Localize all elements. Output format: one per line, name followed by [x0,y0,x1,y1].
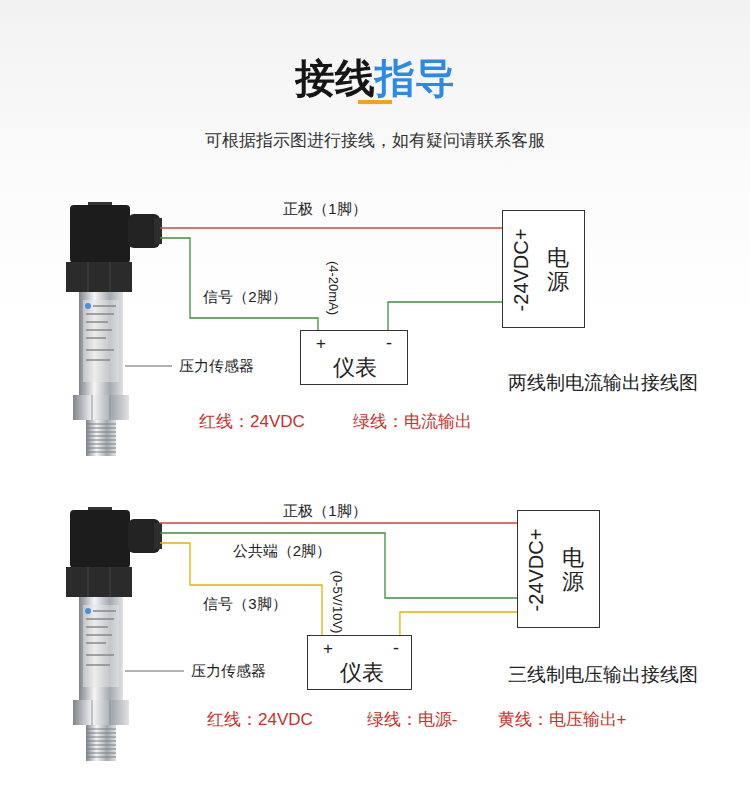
sensor-tag [83,300,119,382]
sensor-hex [73,700,129,725]
sensor-tag [83,605,119,687]
thread-line [86,424,116,452]
box-title: 电源 [562,546,584,594]
nut-edge [88,262,110,292]
sensor-thread [86,725,116,761]
diagram-caption: 两线制电流输出接线图 [508,372,698,395]
sensor-connector [70,510,130,568]
wire-note: 黄线：电压输出+ [498,710,627,730]
wire-note: 绿线：电源- [367,710,458,730]
thread-line [86,729,116,757]
sensor-print [86,611,116,665]
connector-wire [388,302,502,330]
subtitle: 可根据指示图进行接线，如有疑问请联系客服 [205,131,545,151]
wire-note: 绿线：电流输出 [353,412,472,432]
hex-edge [92,395,110,420]
sensor-nut [66,262,132,292]
cable-gland [154,218,162,244]
sensor-logo [85,608,91,614]
diagram-caption: 三线制电压输出接线图 [508,664,698,687]
wire-note: 红线：24VDC [207,710,313,730]
wire-label: 信号（2脚） [203,288,286,306]
red-wire [160,227,502,228]
wire-label: 正极（1脚） [283,502,366,520]
nut-edge [88,567,110,597]
pin-sign: - [386,333,392,355]
wire-label: 正极（1脚） [283,200,366,218]
box-title: 电源 [547,246,569,294]
pin-sign: - [393,638,399,660]
pressure-sensor [66,507,162,761]
pin-sign: + [323,639,333,659]
wire-label: 信号（3脚） [203,595,286,613]
leader-line [125,366,172,367]
red-wire [160,522,517,523]
sensor-hex [73,395,129,420]
wire-label: 公共端（2脚） [233,542,331,560]
hex-edge [92,700,110,725]
sensor-print [86,306,116,360]
voltage-rating: -24VDC+ [524,529,548,612]
green-wire [160,238,318,330]
power-supply-box: -24VDC+ 电源 [517,510,600,628]
sensor-logo [85,303,91,309]
wire-note: 红线：24VDC [199,412,305,432]
meter-box: + -仪表 [300,330,408,385]
connector-wire [400,612,517,635]
box-title: 仪表 [340,660,384,686]
sensor-nut [66,567,132,597]
voltage-rating: -24VDC+ [509,229,533,312]
part-name: 压力传感器 [191,662,266,680]
meter-box: + -仪表 [307,635,412,690]
sensor-thread [86,420,116,456]
page-title: 接线指导 [295,54,455,102]
leader-line [125,671,184,672]
sensor-connector [70,205,130,263]
sensor-body [79,597,123,700]
pin-sign: + [316,334,326,354]
sensor-body [79,292,123,395]
cable-gland [154,523,162,549]
part-name: 压力传感器 [179,357,254,375]
power-supply-box: -24VDC+ 电源 [502,210,585,328]
pressure-sensor [66,202,162,456]
signal-range: (4-20mA) [325,261,341,315]
box-title: 仪表 [333,355,377,381]
signal-range: (0-5V/10V) [329,571,345,634]
